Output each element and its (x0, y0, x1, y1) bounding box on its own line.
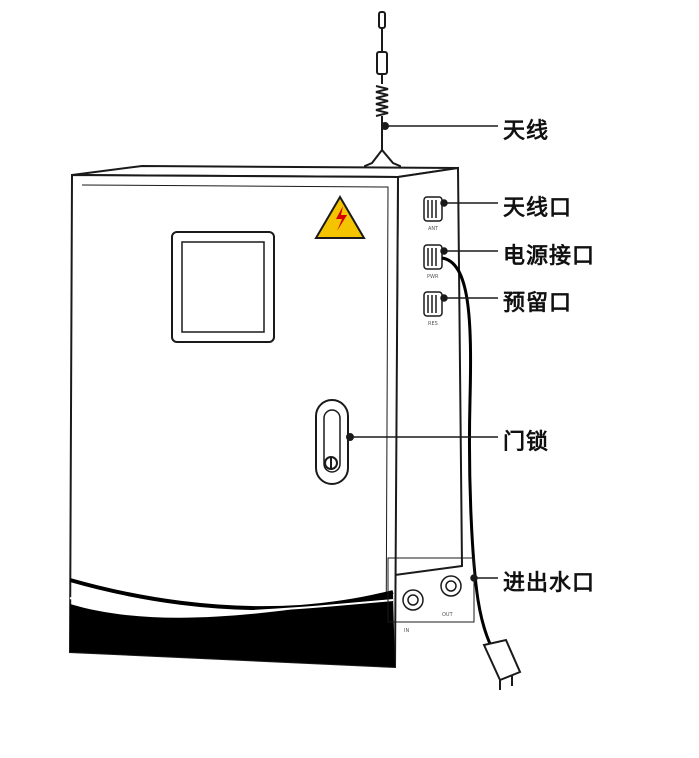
label-door-lock: 门锁 (503, 430, 550, 455)
antenna (364, 11, 401, 173)
svg-text:IN: IN (404, 628, 409, 634)
power-port: PWR (423, 244, 448, 280)
inspection-window (171, 231, 275, 343)
cabinet-body (68, 164, 464, 669)
water-ports: IN OUT (387, 557, 478, 634)
label-reserved-port: 预留口 (503, 291, 573, 316)
warning-sign (314, 195, 366, 239)
svg-text:ANT: ANT (428, 226, 439, 232)
base-wave (69, 578, 395, 667)
leader-lines (350, 125, 498, 579)
label-power-port: 电源接口 (503, 244, 596, 269)
svg-text:PWR: PWR (427, 274, 439, 280)
label-water-ports: 进出水口 (503, 571, 596, 596)
reserved-port: RES (423, 291, 448, 327)
svg-text:OUT: OUT (442, 612, 454, 618)
svg-text:RES: RES (428, 321, 438, 327)
power-cable (441, 256, 522, 690)
label-antenna-port: 天线口 (503, 196, 573, 221)
label-antenna: 天线 (503, 119, 550, 144)
door-lock (315, 399, 354, 485)
